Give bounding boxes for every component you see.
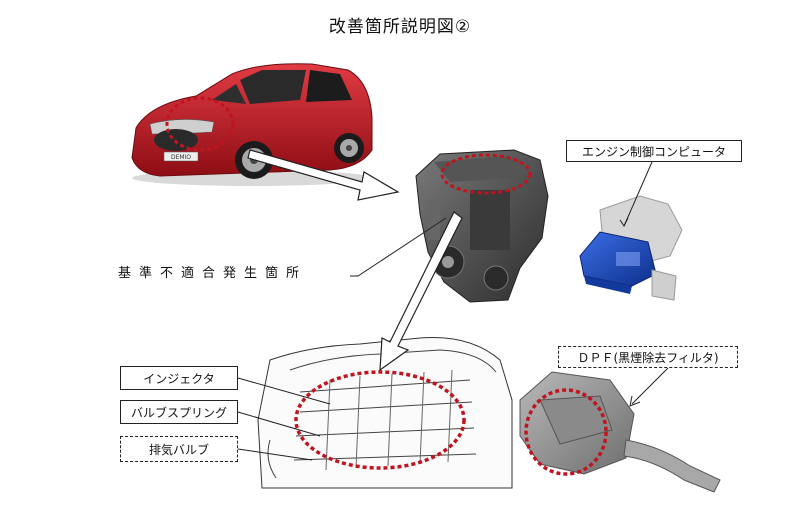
ecu-illustration	[579, 195, 683, 301]
engine-cutaway-highlight-ring	[294, 370, 466, 470]
dpf-illustration	[519, 371, 721, 493]
car-to-engine-arrow	[247, 149, 400, 201]
dpf-leader-line	[631, 367, 669, 405]
car-engine-highlight-ring	[165, 96, 235, 152]
engine-illustration	[415, 149, 549, 303]
hazard-leader-line	[350, 217, 447, 277]
engine-to-cutaway-arrow	[379, 211, 463, 372]
dpf-label: ＤＰＦ(黒煙除去フィルタ)	[558, 346, 738, 368]
ecu-label: エンジン制御コンピュータ	[566, 140, 742, 162]
dpf-highlight-ring	[524, 388, 608, 476]
car-badge-text: DEMIO	[171, 154, 191, 161]
injector-leader-line	[237, 377, 331, 405]
injector-label: インジェクタ	[120, 366, 238, 390]
exhaust-valve-label: 排気バルブ	[120, 436, 238, 462]
hazard-site-label: 基準不適合発生箇所	[118, 266, 308, 281]
page-title: 改善箇所説明図②	[328, 17, 472, 37]
engine-cutaway-illustration	[257, 337, 513, 489]
valve-spring-label: バルブスプリング	[120, 400, 238, 424]
valve-spring-leader-line	[237, 411, 321, 437]
car-illustration: DEMIO	[131, 63, 373, 186]
exhaust-valve-leader-line	[237, 448, 313, 461]
engine-top-highlight-ring	[440, 153, 532, 195]
